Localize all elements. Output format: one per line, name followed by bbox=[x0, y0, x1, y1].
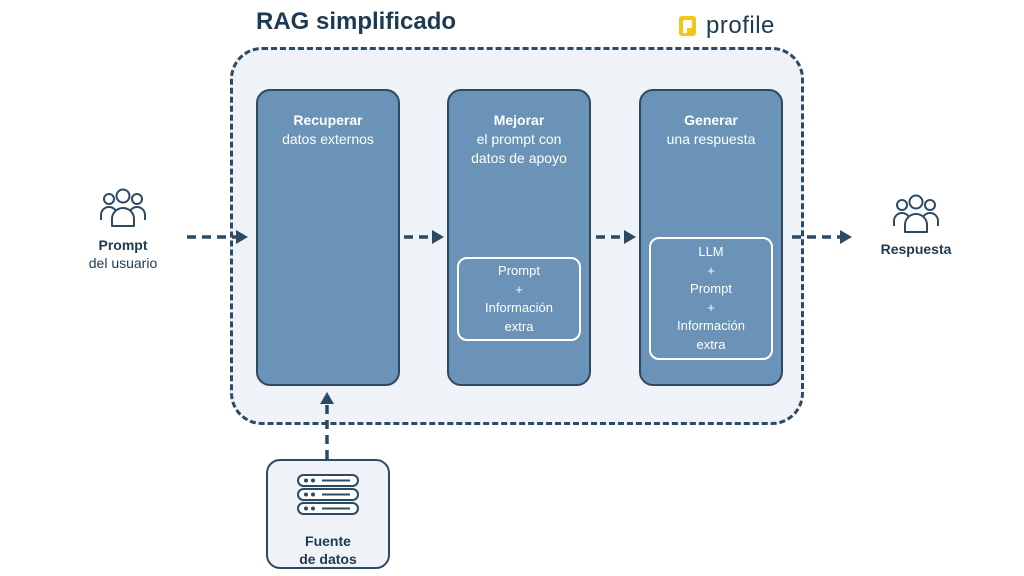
source-label-line: de datos bbox=[299, 551, 357, 567]
profile-logo: profile bbox=[676, 12, 775, 40]
arrowhead-icon bbox=[840, 230, 852, 244]
inner-line: Prompt bbox=[498, 263, 540, 278]
augmented-prompt-box: Prompt + Información extra bbox=[457, 257, 581, 341]
users-icon bbox=[100, 188, 146, 227]
stage-subtitle-line: datos de apoyo bbox=[471, 150, 567, 166]
data-source-box: Fuente de datos bbox=[266, 459, 390, 569]
logo-text: profile bbox=[706, 12, 775, 39]
stage-title: Generar bbox=[684, 112, 738, 128]
inner-line: extra bbox=[696, 336, 726, 352]
stage-subtitle-line: datos externos bbox=[282, 131, 374, 147]
inner-line: + bbox=[515, 281, 523, 297]
arrowhead-icon bbox=[624, 230, 636, 244]
users-icon bbox=[893, 194, 939, 233]
stage-title: Recuperar bbox=[293, 112, 363, 128]
inner-line: + bbox=[707, 262, 715, 278]
stage-subtitle-line: el prompt con bbox=[476, 131, 562, 147]
inner-line: extra bbox=[504, 318, 534, 334]
inner-line: + bbox=[707, 299, 715, 315]
inner-line: Prompt bbox=[690, 281, 732, 296]
inner-line: Información bbox=[485, 300, 553, 315]
stage-title: Mejorar bbox=[493, 112, 545, 128]
stage-mejorar: Mejorar el prompt con datos de apoyo bbox=[447, 89, 591, 386]
inner-line: Información bbox=[677, 318, 745, 333]
arrowhead-icon bbox=[236, 230, 248, 244]
output-label: Respuesta bbox=[880, 241, 952, 257]
source-label-line: Fuente bbox=[305, 533, 351, 549]
arrowhead-icon bbox=[432, 230, 444, 244]
input-label-line: del usuario bbox=[88, 255, 158, 271]
stage-subtitle-line: una respuesta bbox=[666, 131, 756, 147]
stage-recuperar: Recuperar datos externos bbox=[256, 89, 400, 386]
inner-line: LLM bbox=[698, 244, 724, 259]
input-label-bold: Prompt bbox=[98, 237, 148, 253]
arrowhead-icon bbox=[320, 392, 334, 404]
llm-input-box: LLM + Prompt + Información extra bbox=[649, 237, 773, 360]
diagram-title: RAG simplificado bbox=[256, 8, 457, 35]
profile-logo-icon bbox=[679, 16, 696, 36]
input-label: Prompt del usuario bbox=[68, 236, 178, 272]
database-server-icon bbox=[297, 474, 359, 515]
